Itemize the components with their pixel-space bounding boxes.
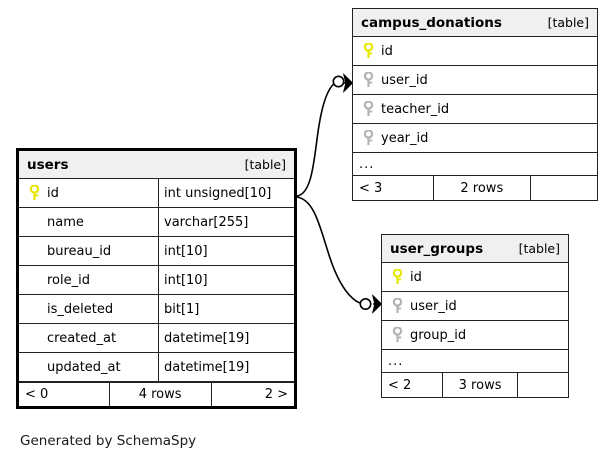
crowsfoot-user-groups — [371, 294, 382, 314]
table-title-user-groups: user_groups — [390, 240, 484, 257]
crowsfoot-lines-user-groups — [372, 295, 382, 313]
column-name-cell: bureau_id — [19, 237, 159, 265]
table-footer-campus-donations: < 3 2 rows — [353, 176, 597, 200]
column-row[interactable]: id — [353, 37, 597, 66]
column-label: year_id — [381, 130, 429, 146]
column-label: id — [47, 185, 59, 201]
table-footer-users: < 0 4 rows 2 > — [19, 382, 294, 406]
column-name-cell: created_at — [19, 324, 159, 352]
column-row[interactable]: teacher_id — [353, 95, 597, 124]
column-type: bit[1] — [164, 301, 200, 317]
column-name-cell: teacher_id — [353, 95, 597, 123]
key-icon-foreign — [388, 327, 406, 343]
table-tag-users: [table] — [244, 157, 286, 172]
table-users[interactable]: users [table] id int unsigned[10] name — [16, 148, 297, 409]
table-header-campus-donations: campus_donations [table] — [353, 9, 597, 37]
column-label: id — [381, 43, 393, 59]
cardinality-zero-circle-user-groups — [359, 297, 372, 310]
column-row[interactable]: year_id — [353, 124, 597, 153]
column-label: user_id — [381, 72, 428, 88]
more-columns-indicator: ... — [382, 350, 568, 373]
column-name-cell: role_id — [19, 266, 159, 294]
column-row[interactable]: is_deleted bit[1] — [19, 295, 294, 324]
column-row[interactable]: created_at datetime[19] — [19, 324, 294, 353]
table-tag-campus-donations: [table] — [547, 15, 589, 30]
footer-next-button[interactable] — [518, 373, 568, 397]
column-name-cell: name — [19, 208, 159, 236]
table-header-user-groups: user_groups [table] — [382, 235, 568, 263]
footer-row-count: 2 rows — [434, 176, 532, 200]
edge-users-to-campus-donations — [296, 82, 336, 197]
key-icon-foreign — [359, 72, 377, 88]
table-campus-donations[interactable]: campus_donations [table] id — [352, 8, 598, 201]
column-label: created_at — [47, 330, 117, 346]
column-label: id — [410, 269, 422, 285]
column-label: name — [47, 214, 84, 230]
table-header-users: users [table] — [19, 151, 294, 179]
column-row[interactable]: updated_at datetime[19] — [19, 353, 294, 382]
more-columns-indicator: ... — [353, 153, 597, 176]
column-label: group_id — [410, 327, 467, 343]
column-row[interactable]: user_id — [353, 66, 597, 95]
column-label: is_deleted — [47, 301, 114, 317]
key-icon-primary — [25, 185, 43, 201]
column-type: int[10] — [164, 272, 208, 288]
column-row[interactable]: id int unsigned[10] — [19, 179, 294, 208]
column-name-cell: is_deleted — [19, 295, 159, 323]
column-label: teacher_id — [381, 101, 450, 117]
edge-users-to-user-groups — [296, 196, 361, 304]
column-name-cell: updated_at — [19, 353, 159, 381]
footer-prev-button[interactable]: < 0 — [19, 383, 110, 406]
column-row[interactable]: id — [382, 263, 568, 292]
footer-row-count: 3 rows — [443, 373, 518, 397]
table-tag-user-groups: [table] — [518, 241, 560, 256]
column-type: datetime[19] — [164, 330, 250, 346]
column-row[interactable]: role_id int[10] — [19, 266, 294, 295]
column-row[interactable]: bureau_id int[10] — [19, 237, 294, 266]
key-icon-foreign — [388, 298, 406, 314]
table-title-users: users — [27, 156, 69, 173]
table-footer-user-groups: < 2 3 rows — [382, 373, 568, 397]
column-label: bureau_id — [47, 243, 112, 259]
key-icon-foreign — [359, 101, 377, 117]
crowsfoot-lines-campus-donations — [343, 74, 353, 92]
column-type: datetime[19] — [164, 359, 250, 375]
diagram-caption: Generated by SchemaSpy — [20, 433, 197, 449]
column-name-cell: id — [353, 37, 597, 65]
column-type: int[10] — [164, 243, 208, 259]
footer-next-button[interactable]: 2 > — [264, 387, 288, 402]
key-icon-primary — [359, 43, 377, 59]
column-name-cell: user_id — [382, 292, 568, 320]
footer-prev-button[interactable]: < 3 — [353, 176, 434, 200]
column-label: updated_at — [47, 359, 121, 375]
column-row[interactable]: user_id — [382, 292, 568, 321]
column-type: int unsigned[10] — [164, 185, 272, 201]
column-name-cell: id — [382, 263, 568, 291]
key-icon-foreign — [359, 130, 377, 146]
column-type: varchar[255] — [164, 214, 249, 230]
column-label: role_id — [47, 272, 90, 288]
cardinality-zero-circle-campus-donations — [332, 75, 345, 88]
column-label: user_id — [410, 298, 457, 314]
column-row[interactable]: group_id — [382, 321, 568, 350]
column-row[interactable]: name varchar[255] — [19, 208, 294, 237]
column-name-cell: group_id — [382, 321, 568, 349]
table-title-campus-donations: campus_donations — [361, 14, 502, 31]
footer-prev-button[interactable]: < 2 — [382, 373, 444, 397]
crowsfoot-campus-donations — [342, 73, 353, 93]
footer-row-count: 4 rows — [110, 383, 212, 406]
column-name-cell: user_id — [353, 66, 597, 94]
footer-next-button[interactable] — [531, 176, 597, 200]
table-user-groups[interactable]: user_groups [table] id — [381, 234, 569, 398]
column-name-cell: year_id — [353, 124, 597, 152]
key-icon-primary — [388, 269, 406, 285]
column-name-cell: id — [19, 179, 159, 207]
